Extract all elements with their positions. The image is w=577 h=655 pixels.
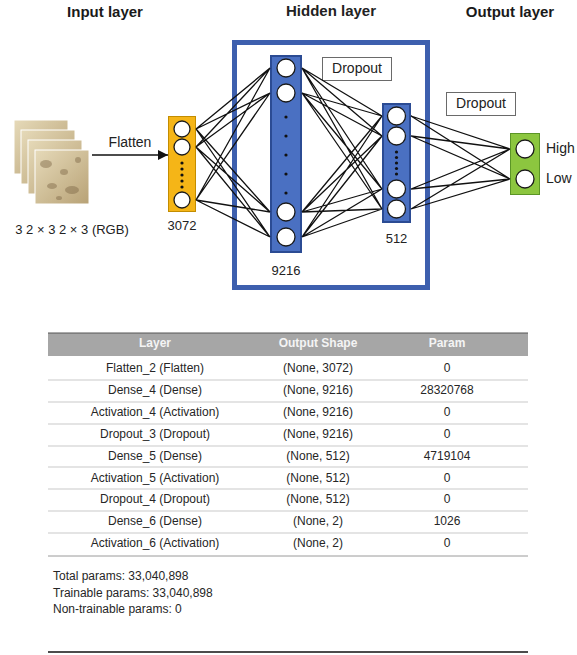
column-heading: Input layer [67,4,143,21]
ellipsis-dot [284,115,287,118]
output-layer-box: HighLow [510,133,540,195]
node-label: 3072 [168,219,197,233]
neuron-column [169,117,195,211]
neuron [174,192,190,208]
cell-texture [65,186,79,194]
table-cell: Dense_6 (Dense) [108,516,202,529]
cell-texture [56,196,62,200]
table-cell: Dropout_3 (Dropout) [100,428,210,441]
neuron [516,170,534,188]
input-layer-box: 3072 [168,116,196,212]
table-cell: 0 [444,406,451,419]
ellipsis-dot [180,173,183,176]
table-cell: (None, 2) [293,516,343,529]
table-cell: 4719104 [424,450,471,463]
image-stack: 3 2 × 3 2 × 3 (RGB) [14,120,92,208]
summary-line: Trainable params: 33,040,898 [53,587,213,600]
ellipsis-dot [284,172,287,175]
table-rule [48,651,528,653]
neuron [174,121,190,137]
table-cell: (None, 512) [286,450,349,463]
ellipsis-dot [395,167,398,170]
node-label: Hidden layer [286,3,376,20]
table-cell: Activation_6 (Activation) [91,538,220,551]
cell-texture [40,160,52,168]
table-cell: (None, 9216) [283,384,353,397]
table-cell: (None, 2) [293,538,343,551]
table-cell: (None, 512) [286,494,349,507]
table-cell: 28320768 [420,384,473,397]
table-cell: 0 [444,472,451,485]
node-label: Dropout [332,61,382,76]
neuron [388,127,406,145]
image-thumbnail [35,150,89,204]
ellipsis-dot [180,185,183,188]
dense-layer-bar: 512 [382,103,411,223]
neuron-column [511,134,539,194]
summary-line: Total params: 33,040,898 [53,570,188,583]
neuron [516,140,534,158]
flow-arrow [92,154,168,156]
table-cell: Activation_4 (Activation) [91,406,220,419]
ellipsis-dot [180,167,183,170]
summary-line: Non-trainable params: 0 [53,603,182,616]
ellipsis-dot [284,153,287,156]
node-label: 9216 [272,264,301,278]
table-cell: 0 [444,494,451,507]
table-cell: Dense_5 (Dense) [108,450,202,463]
table-header: Output Shape [279,337,358,350]
node-label: 512 [386,232,408,246]
table-cell: 0 [444,428,451,441]
node-label: 3 2 × 3 2 × 3 (RGB) [15,223,128,237]
table-cell: (None, 9216) [283,406,353,419]
table-header: Param [429,337,466,350]
node-label: Dropout [456,96,506,111]
neuron [277,203,295,221]
neuron [277,59,295,77]
table-cell: 1026 [434,516,461,529]
table-header-band [48,333,528,356]
neuron [388,200,406,218]
ellipsis-dot [180,161,183,164]
cell-texture [47,183,57,189]
ellipsis-dot [180,179,183,182]
edge-label: Flatten [109,135,152,150]
table-cell: 0 [444,538,451,551]
neuron [388,180,406,198]
table-cell: Dense_4 (Dense) [108,384,202,397]
dropout-box: Dropout [446,92,516,116]
ellipsis-dot [284,191,287,194]
neuron [277,228,295,246]
table-cell: (None, 3072) [283,362,353,375]
column-heading: Output layer [466,4,554,21]
dropout-box: Dropout [322,57,392,81]
row-separators [48,380,528,556]
neuron [277,84,295,102]
ellipsis-dot [395,161,398,164]
node-label: Low [546,171,572,186]
table-cell: Dropout_4 (Dropout) [100,494,210,507]
table-rule [48,333,528,334]
image-thumbnails [14,120,92,208]
ellipsis-dot [395,172,398,175]
neuron [388,107,406,125]
ellipsis-dot [395,150,398,153]
neuron-column [272,57,300,251]
table-cell: Activation_5 (Activation) [91,472,220,485]
dense-layer-bar: 9216 [270,55,302,253]
cell-texture [75,157,81,163]
neuron [174,139,190,155]
ellipsis-dot [395,156,398,159]
table-cell: 0 [444,362,451,375]
table-cell: (None, 512) [286,472,349,485]
node-label: High [546,141,575,156]
table-cell: Flatten_2 (Flatten) [106,362,204,375]
ellipsis-dot [284,134,287,137]
table-header: Layer [139,337,171,350]
table-cell: (None, 9216) [283,428,353,441]
hidden-layer-box: Hidden layer9216Dropout512 [232,40,430,290]
cell-texture [60,169,68,175]
neuron-column [384,105,409,221]
